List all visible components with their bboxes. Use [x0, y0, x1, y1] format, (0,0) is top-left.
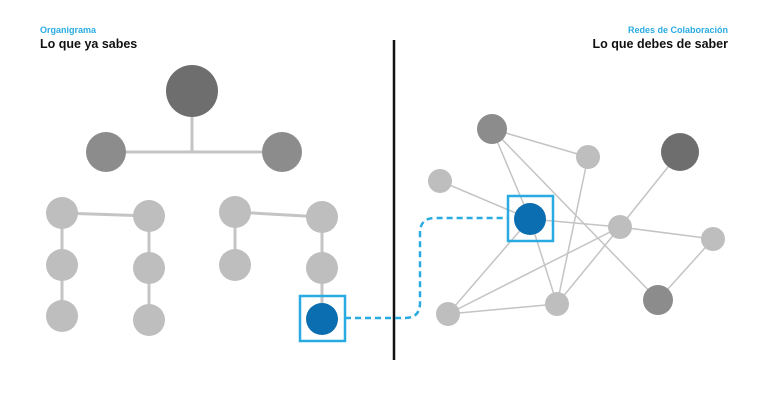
net-highlight-box: [506, 194, 555, 243]
net-node: [576, 145, 600, 169]
net-edge: [491, 128, 659, 301]
organigram-subtitle: Organigrama: [40, 25, 97, 35]
net-edge: [447, 226, 621, 315]
org-node: [306, 201, 338, 233]
net-node: [545, 292, 569, 316]
net-edge: [491, 128, 531, 220]
dashed-connector: [345, 216, 508, 320]
org-node: [262, 132, 302, 172]
org-node: [46, 300, 78, 332]
org-node: [46, 249, 78, 281]
net-node: [608, 215, 632, 239]
net-edge: [447, 303, 558, 315]
organigram-nodes: [46, 65, 347, 343]
org-node-highlight: [306, 303, 338, 335]
organigram-edges: [60, 91, 324, 320]
org-node: [133, 200, 165, 232]
net-node: [428, 169, 452, 193]
network-title: Lo que debes de saber: [592, 37, 728, 51]
net-edge: [556, 226, 621, 305]
org-node: [133, 304, 165, 336]
organigram-heading: Organigrama Lo que ya sabes: [40, 26, 137, 51]
org-node: [219, 249, 251, 281]
net-node: [661, 133, 699, 171]
net-edge: [447, 218, 531, 315]
org-node: [219, 196, 251, 228]
net-edge: [439, 180, 531, 220]
net-node: [643, 285, 673, 315]
org-node: [306, 252, 338, 284]
net-node: [436, 302, 460, 326]
org-node: [46, 197, 78, 229]
organigram-title: Lo que ya sabes: [40, 37, 138, 51]
org-node-root: [166, 65, 218, 117]
network-nodes: [428, 114, 725, 326]
network-edges: [439, 128, 714, 315]
net-edge: [619, 226, 714, 240]
net-edge: [556, 156, 589, 305]
org-node: [86, 132, 126, 172]
network-heading: Redes de Colaboración Lo que debes de sa…: [593, 26, 728, 51]
net-edge: [491, 128, 589, 158]
net-node: [477, 114, 507, 144]
org-node: [133, 252, 165, 284]
net-node-highlight: [514, 203, 546, 235]
net-node: [701, 227, 725, 251]
network-subtitle: Redes de Colaboración: [627, 25, 728, 35]
